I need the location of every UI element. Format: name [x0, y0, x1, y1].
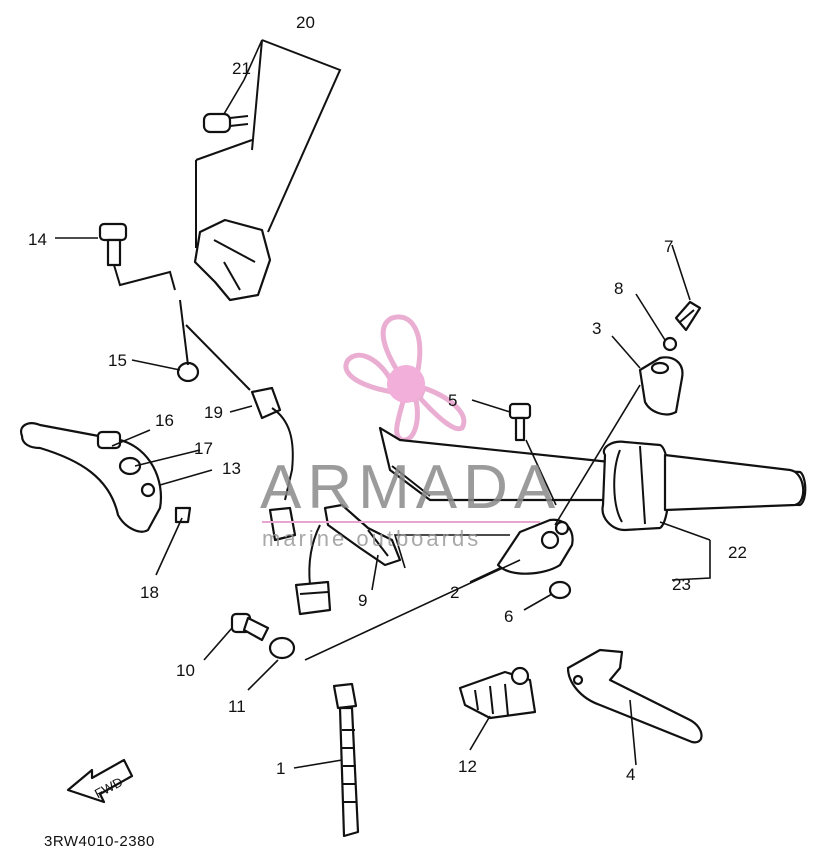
wire-connector [294, 524, 332, 616]
switch-part-9 [323, 503, 402, 567]
bolt-part-10 [230, 612, 270, 642]
callout-3: 3 [592, 319, 601, 338]
screw-part-7 [674, 300, 702, 332]
watermark-brand: ARMADA [260, 453, 561, 522]
callout-17: 17 [194, 439, 213, 458]
small-nut-part-15 [176, 361, 200, 383]
callout-19: 19 [204, 403, 223, 422]
screw-part-21 [202, 112, 249, 134]
callout-23: 23 [672, 575, 691, 594]
nut-part-11 [268, 636, 296, 660]
watermark-tagline: marine outboards [262, 526, 481, 551]
bolt-part-16 [96, 430, 122, 450]
clutch-lever-part-13 [20, 422, 163, 533]
callout-2: 2 [450, 583, 459, 602]
callout-21: 21 [232, 59, 251, 78]
callout-6: 6 [504, 607, 513, 626]
brake-lever-part-4 [566, 648, 703, 744]
switch-assembly-part-20 [193, 39, 342, 302]
callout-22: 22 [728, 543, 747, 562]
nut-part-6 [548, 580, 572, 600]
callout-11: 11 [228, 697, 246, 716]
diagram-code: 3RW4010-2380 [44, 833, 155, 850]
callout-10: 10 [176, 661, 195, 680]
screw-part-18 [174, 506, 192, 524]
clamp-part-3 [638, 356, 684, 416]
cable-tie-part-1 [332, 682, 360, 838]
nut-part-17 [118, 456, 142, 476]
callout-20: 20 [296, 13, 315, 32]
callout-18: 18 [140, 583, 159, 602]
callout-9: 9 [358, 591, 367, 610]
watermark-propeller-logo [343, 314, 467, 443]
callout-1: 1 [276, 759, 285, 778]
lever-holder-part-12 [458, 666, 537, 720]
callout-16: 16 [155, 411, 174, 430]
forward-direction-arrow: FWD [66, 758, 134, 804]
washer-part-8 [662, 336, 678, 352]
lever-bracket-part-2 [496, 518, 574, 575]
callout-5: 5 [448, 391, 457, 410]
callout-13: 13 [222, 459, 241, 478]
bolt-part-5 [508, 402, 532, 442]
callout-15: 15 [108, 351, 127, 370]
switch-part-19 [250, 386, 297, 542]
callout-8: 8 [614, 279, 623, 298]
callout-12: 12 [458, 757, 477, 776]
callout-14: 14 [28, 230, 47, 249]
bolt-part-14 [98, 222, 176, 291]
callout-4: 4 [626, 765, 635, 784]
throttle-grip-part-22 [601, 440, 805, 532]
callout-7: 7 [664, 237, 673, 256]
